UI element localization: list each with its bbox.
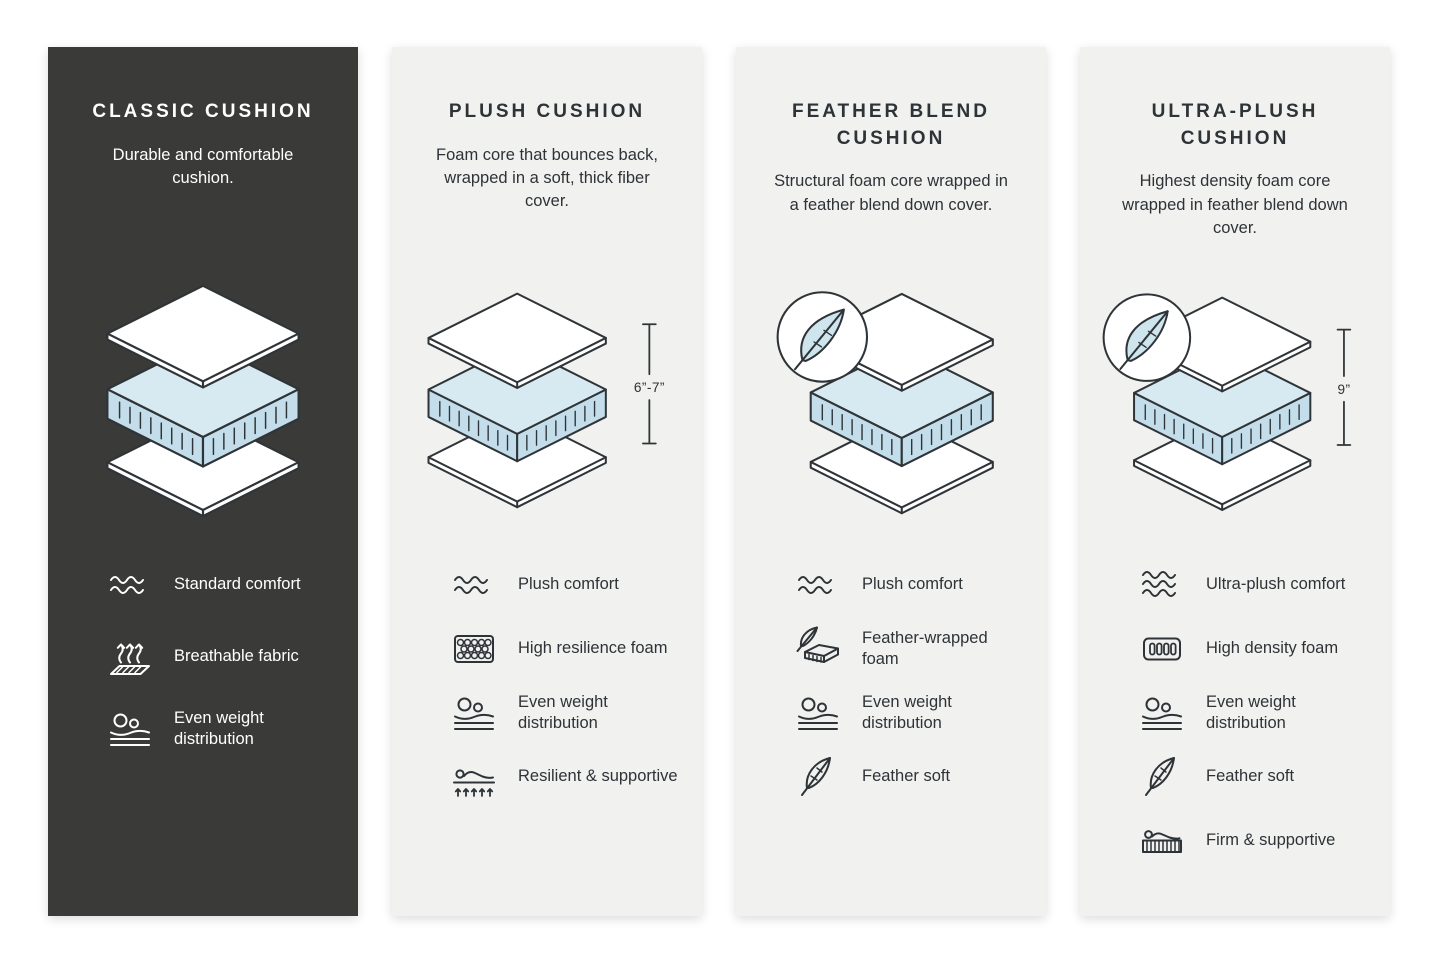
feature-label: High density foam — [1206, 639, 1339, 658]
firm-supportive-icon — [1136, 817, 1188, 865]
feature-label: Ultra-plush comfort — [1206, 575, 1346, 594]
feature-standard-comfort: Standard comfort — [104, 561, 336, 609]
feature-high-density-foam: High density foam — [1136, 625, 1368, 673]
height-measurement-label: 6”-7” — [634, 380, 665, 395]
feather-wrapped-foam-icon — [792, 625, 844, 673]
feature-list: Standard comfort Breathable fabric Even … — [70, 561, 336, 753]
feature-even-weight: Even weight distribution — [448, 689, 680, 737]
card-header: ULTRA-PLUSH CUSHION Highest density foam… — [1102, 99, 1368, 259]
wave-icon — [448, 561, 500, 609]
feature-resilient-supportive: Resilient & supportive — [448, 753, 680, 801]
feature-list: Plush comfort Feather-wrapped foam Even … — [758, 561, 1024, 801]
feather-icon — [1136, 753, 1188, 801]
ultra-plush-cushion-diagram: 9” — [1102, 259, 1368, 545]
card-description: Structural foam core wrapped in a feathe… — [774, 172, 1008, 214]
card-feather-blend-cushion: FEATHER BLEND CUSHION Structural foam co… — [736, 47, 1046, 916]
feature-feather-soft: Feather soft — [792, 753, 1024, 801]
feature-label: Even weight distribution — [174, 708, 264, 748]
card-title: FEATHER BLEND CUSHION — [791, 101, 991, 149]
layered-cushion-illustration — [776, 291, 1011, 520]
card-description: Highest density foam core wrapped in fea… — [1122, 172, 1348, 238]
feather-icon — [792, 753, 844, 801]
feature-feather-soft: Feather soft — [1136, 753, 1368, 801]
even-weight-icon — [448, 689, 500, 737]
card-title: CLASSIC CUSHION — [92, 101, 314, 122]
feature-label: Even weight distribution — [1206, 692, 1296, 732]
feature-label: Feather soft — [1206, 767, 1295, 786]
feature-even-weight: Even weight distribution — [104, 705, 336, 753]
feature-breathable-fabric: Breathable fabric — [104, 633, 336, 681]
layered-cushion-illustration: 9” — [1102, 293, 1352, 516]
feature-label: Plush comfort — [862, 575, 963, 594]
classic-cushion-diagram — [70, 259, 336, 545]
measurement-line: 6”-7” — [634, 323, 665, 445]
feature-label: Resilient & supportive — [518, 767, 678, 786]
feature-label: Plush comfort — [518, 575, 619, 594]
height-measurement-label: 9” — [1338, 382, 1351, 397]
resilience-foam-icon — [448, 625, 500, 673]
feature-even-weight: Even weight distribution — [792, 689, 1024, 737]
feature-ultra-plush-comfort: Ultra-plush comfort — [1136, 561, 1368, 609]
feature-high-resilience-foam: High resilience foam — [448, 625, 680, 673]
feature-label: Feather soft — [862, 767, 951, 786]
feature-label: Firm & supportive — [1206, 831, 1336, 850]
feature-label: Standard comfort — [174, 575, 301, 594]
breathable-fabric-icon — [104, 633, 156, 681]
layered-cushion-illustration — [90, 284, 316, 520]
wave-icon — [104, 561, 156, 609]
card-description: Foam core that bounces back, wrapped in … — [436, 145, 658, 211]
feather-badge-icon — [776, 291, 869, 383]
card-title: PLUSH CUSHION — [448, 101, 646, 122]
measurement-line: 9” — [1336, 328, 1352, 446]
feature-feather-wrapped-foam: Feather-wrapped foam — [792, 625, 1024, 673]
card-description: Durable and comfortable cushion. — [112, 145, 294, 188]
feature-label: Even weight distribution — [518, 692, 608, 732]
feature-plush-comfort: Plush comfort — [792, 561, 1024, 609]
even-weight-icon — [1136, 689, 1188, 737]
wave-icon — [792, 561, 844, 609]
card-classic-cushion: CLASSIC CUSHION Durable and comfortable … — [48, 47, 358, 916]
feature-label: High resilience foam — [518, 639, 668, 658]
even-weight-icon — [104, 705, 156, 753]
feature-label: Breathable fabric — [174, 647, 299, 666]
feature-label: Even weight distribution — [862, 692, 952, 732]
triple-wave-icon — [1136, 561, 1188, 609]
card-header: FEATHER BLEND CUSHION Structural foam co… — [758, 99, 1024, 259]
card-plush-cushion: PLUSH CUSHION Foam core that bounces bac… — [392, 47, 702, 916]
even-weight-icon — [792, 689, 844, 737]
card-header: CLASSIC CUSHION Durable and comfortable … — [70, 99, 336, 259]
feature-plush-comfort: Plush comfort — [448, 561, 680, 609]
feature-firm-supportive: Firm & supportive — [1136, 817, 1368, 865]
card-title: ULTRA-PLUSH CUSHION — [1151, 101, 1319, 149]
feather-blend-cushion-diagram — [758, 259, 1024, 545]
density-foam-icon — [1136, 625, 1188, 673]
feather-badge-icon — [1102, 293, 1192, 382]
feature-label: Feather-wrapped foam — [862, 628, 988, 668]
feature-list: Ultra-plush comfort High density foam Ev… — [1102, 561, 1368, 865]
plush-cushion-diagram: 6”-7” — [414, 259, 680, 545]
resilient-supportive-icon — [448, 753, 500, 801]
layered-cushion-illustration: 6”-7” — [414, 292, 665, 511]
feature-list: Plush comfort High resilience foam Even … — [414, 561, 680, 801]
card-ultra-plush-cushion: ULTRA-PLUSH CUSHION Highest density foam… — [1080, 47, 1390, 916]
card-header: PLUSH CUSHION Foam core that bounces bac… — [414, 99, 680, 259]
feature-even-weight: Even weight distribution — [1136, 689, 1368, 737]
